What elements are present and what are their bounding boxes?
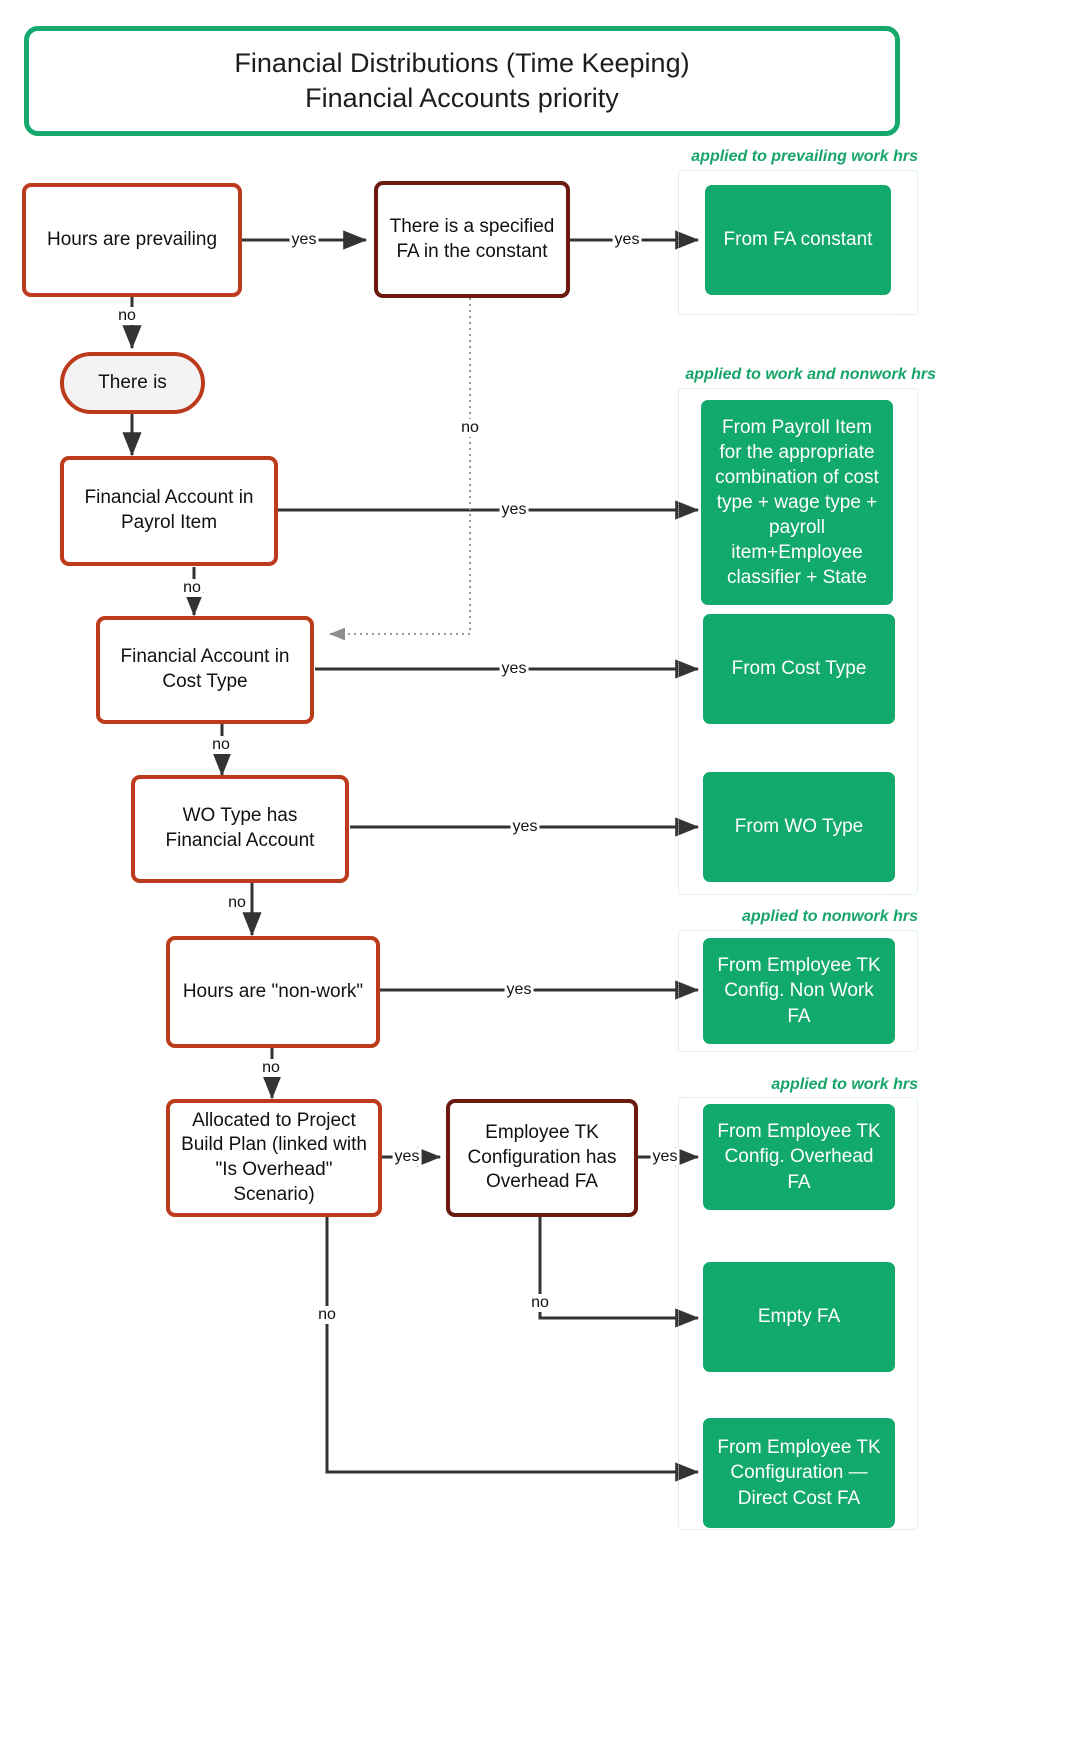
page-title-line1: Financial Distributions (Time Keeping) — [234, 48, 690, 79]
decision-label: Financial Account in Cost Type — [120, 646, 290, 692]
decision-hours-are-nonwork[interactable]: Hours are "non-work" — [166, 936, 380, 1048]
decision-employee-tk-config-has-overhead-fa[interactable]: Employee TK Configuration has Overhead F… — [446, 1099, 638, 1217]
decision-label: Allocated to Project Build Plan (linked … — [181, 1109, 367, 1205]
edge-label-e10: yes — [510, 818, 540, 836]
edge-e16 — [538, 1216, 700, 1328]
result-from-employee-tk-direct-cost-fa[interactable]: From Employee TK Configuration — Direct … — [703, 1418, 895, 1528]
result-label: From FA constant — [723, 229, 873, 251]
decision-fa-in-cost-type[interactable]: Financial Account in Cost Type — [96, 616, 314, 724]
edge-label-e3: no — [116, 307, 138, 325]
result-empty-fa[interactable]: Empty FA — [703, 1262, 895, 1372]
result-from-payroll-item[interactable]: From Payroll Item for the appropriate co… — [701, 400, 893, 605]
decision-label: Employee TK Configuration has Overhead F… — [467, 1121, 617, 1193]
decision-label: Financial Account in Payrol Item — [84, 487, 254, 533]
decision-there-is[interactable]: There is — [60, 352, 205, 414]
result-from-employee-tk-nonwork-fa[interactable]: From Employee TK Config. Non Work FA — [703, 938, 895, 1044]
result-label: From WO Type — [734, 816, 864, 838]
decision-wo-type-has-fa[interactable]: WO Type has Financial Account — [131, 775, 349, 883]
result-from-wo-type[interactable]: From WO Type — [703, 772, 895, 882]
result-label: Empty FA — [757, 1306, 841, 1328]
edge-label-e1: yes — [289, 231, 319, 249]
decision-specified-fa-in-constant[interactable]: There is a specified FA in the constant — [374, 181, 570, 298]
edge-label-e11: no — [226, 894, 248, 912]
edge-e17 — [325, 1216, 700, 1482]
result-label: From Payroll Item for the appropriate co… — [715, 416, 879, 589]
edge-label-e17: no — [316, 1306, 338, 1324]
edge-label-e16: no — [529, 1294, 551, 1312]
group-work-nonwork — [678, 388, 918, 895]
group-prevailing — [678, 170, 918, 315]
edge-label-e5: yes — [499, 501, 529, 519]
edge-label-e7: no — [459, 419, 481, 437]
decision-allocated-to-project-build-plan[interactable]: Allocated to Project Build Plan (linked … — [166, 1099, 382, 1217]
page-title-line2: Financial Accounts priority — [305, 83, 619, 113]
decision-label: Hours are "non-work" — [182, 980, 364, 1002]
edge-label-e15: yes — [650, 1148, 680, 1166]
page-title: Financial Distributions (Time Keeping) F… — [24, 26, 900, 136]
decision-hours-are-prevailing[interactable]: Hours are prevailing — [22, 183, 242, 297]
group-label-work: applied to work hrs — [771, 1076, 918, 1093]
decision-fa-in-payroll-item[interactable]: Financial Account in Payrol Item — [60, 456, 278, 566]
edge-e7 — [329, 298, 471, 641]
result-from-cost-type[interactable]: From Cost Type — [703, 614, 895, 724]
group-label-prevailing: applied to prevailing work hrs — [691, 148, 918, 165]
group-label-work-nonwork: applied to work and nonwork hrs — [685, 366, 936, 383]
decision-label: There is a specified FA in the constant — [389, 215, 555, 262]
edge-label-e2: yes — [612, 231, 642, 249]
result-label: From Employee TK Configuration — Direct … — [717, 1437, 881, 1509]
edge-label-e13: no — [260, 1059, 282, 1077]
edge-label-e6: no — [181, 579, 203, 597]
edge-label-e14: yes — [392, 1148, 422, 1166]
result-label: From Cost Type — [731, 658, 867, 680]
group-label-nonwork: applied to nonwork hrs — [741, 908, 918, 925]
result-from-fa-constant[interactable]: From FA constant — [705, 185, 891, 295]
result-label: From Employee TK Config. Overhead FA — [717, 1121, 881, 1193]
edge-label-e8: yes — [499, 660, 529, 678]
decision-label: WO Type has Financial Account — [165, 805, 315, 851]
edge-label-e9: no — [210, 736, 232, 754]
decision-label: Hours are prevailing — [46, 228, 218, 250]
edge-label-e12: yes — [504, 981, 534, 999]
result-from-employee-tk-overhead-fa[interactable]: From Employee TK Config. Overhead FA — [703, 1104, 895, 1210]
result-label: From Employee TK Config. Non Work FA — [717, 955, 881, 1027]
group-work — [678, 1097, 918, 1530]
decision-label: There is — [98, 372, 167, 393]
group-nonwork — [678, 930, 918, 1052]
